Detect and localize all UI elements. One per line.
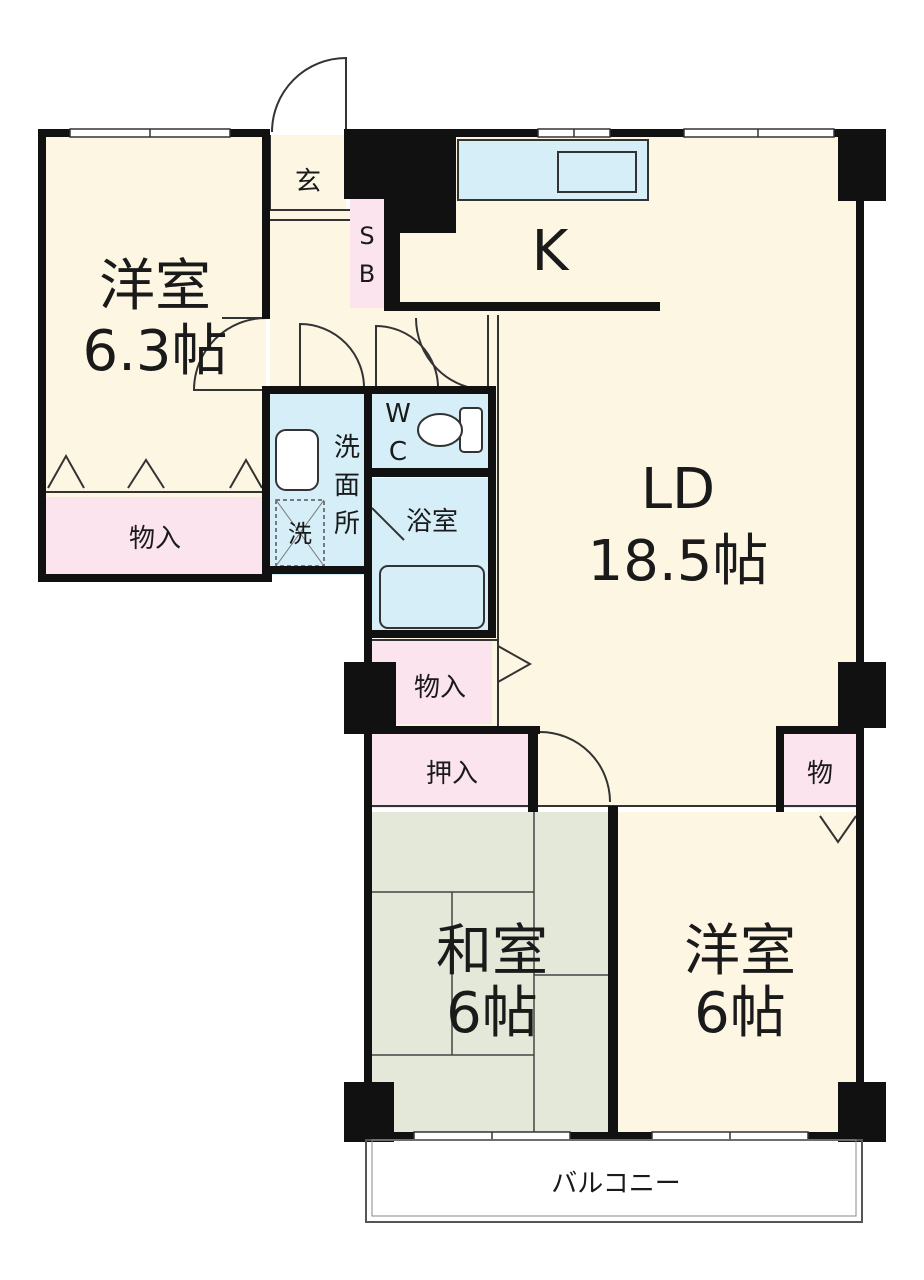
entrance-label: 玄 <box>295 167 321 197</box>
west-closet-floor <box>44 497 266 575</box>
oshiire-label: 押入 <box>426 759 478 789</box>
windows <box>69 128 835 1141</box>
west-room-floor <box>44 135 266 497</box>
tatami-lines <box>372 812 612 1134</box>
toilet-tank <box>459 407 483 453</box>
ld-size: 18.5帖 <box>588 529 769 594</box>
washbasin <box>275 429 319 491</box>
wc-door <box>375 324 440 392</box>
small-closet-label: 物 <box>807 759 833 789</box>
wc-c: C <box>389 437 407 467</box>
west-closet-label: 物入 <box>129 524 181 554</box>
washroom-char-1: 洗 <box>334 433 360 463</box>
east-room-size: 6帖 <box>694 981 786 1046</box>
shoe-box-b: B <box>359 260 375 288</box>
shoe-box-s: S <box>359 222 374 250</box>
shoe-box-floor <box>350 198 384 308</box>
center-closet-label: 物入 <box>414 673 466 703</box>
fixtures <box>47 139 857 1134</box>
closet-door-marks <box>47 453 857 844</box>
east-room-name: 洋室 <box>684 919 796 984</box>
washer-label: 洗 <box>288 520 312 548</box>
west-room-door <box>192 317 267 391</box>
washer-space <box>275 499 325 567</box>
kitchen-label: K <box>532 219 570 284</box>
balcony-inner <box>371 1139 857 1217</box>
wc-w: W <box>385 399 411 429</box>
oshiire-floor <box>372 732 532 808</box>
toilet-bowl <box>417 413 463 447</box>
west-room-size: 6.3帖 <box>82 319 227 384</box>
west-room-name: 洋室 <box>99 254 211 319</box>
kitchen-sink <box>557 151 637 193</box>
washroom-char-3: 所 <box>334 509 360 539</box>
washroom-door <box>299 322 366 392</box>
labels: 洋室 6.3帖 物入 玄 S B K LD 18.5帖 W C 洗 面 所 洗 … <box>82 167 833 1199</box>
tatami-room-name: 和室 <box>436 919 548 984</box>
east-room-floor <box>616 812 860 1134</box>
ld-name: LD <box>641 457 715 522</box>
balcony-label: バルコニー <box>551 1169 680 1199</box>
floors <box>44 135 860 1134</box>
entrance-floor <box>270 135 346 210</box>
washer-diag-2 <box>275 499 325 567</box>
tatami-door <box>539 731 611 803</box>
washroom-char-2: 面 <box>334 471 360 501</box>
small-closet-floor <box>782 732 858 808</box>
bath-label: 浴室 <box>406 507 458 537</box>
entry-door <box>271 56 347 133</box>
kitchen-counter <box>457 139 649 201</box>
tatami-room-size: 6帖 <box>446 981 538 1046</box>
bath-door <box>371 507 405 541</box>
tatami-floor <box>372 812 612 1134</box>
bathtub <box>379 565 485 629</box>
